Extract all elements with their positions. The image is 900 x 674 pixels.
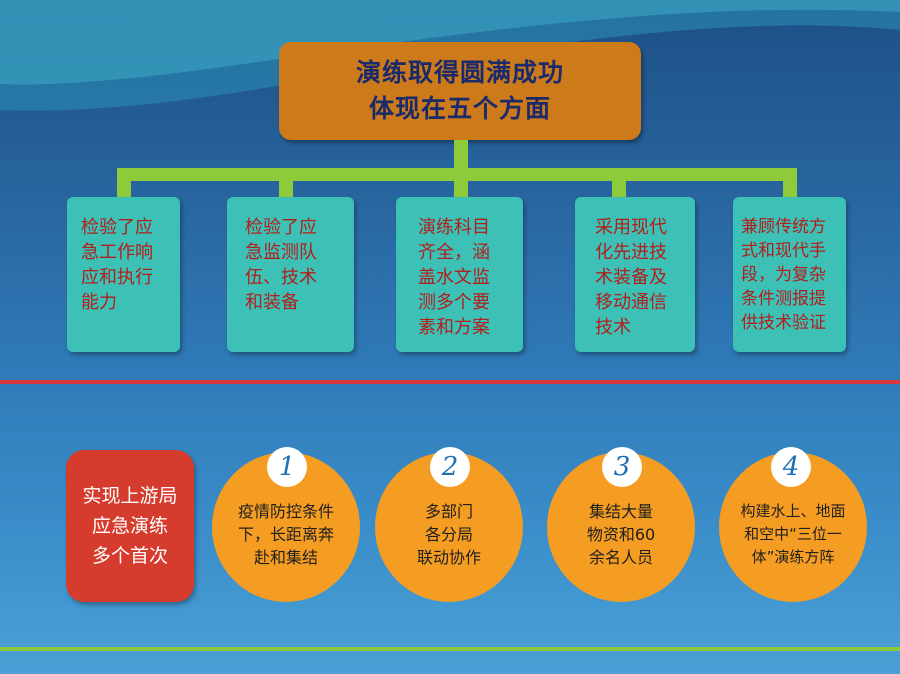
aspect-2-line: 伍、技术: [245, 267, 317, 288]
aspect-box-3: 演练科目 齐全，涵 盖水文监 测多个要 素和方案: [396, 197, 523, 352]
aspect-5-line: 兼顾传统方: [741, 217, 826, 237]
firsts-heading-box: 实现上游局 应急演练 多个首次: [66, 450, 194, 602]
aspect-1-line: 检验了应: [81, 217, 153, 238]
aspect-3-line: 演练科目: [418, 217, 490, 238]
aspect-4-line: 技术: [595, 317, 631, 338]
first-item-3-line: 余名人员: [588, 547, 653, 567]
first-item-2-line: 各分局: [424, 524, 473, 544]
section-divider-red: [0, 380, 900, 384]
aspect-4-line: 术装备及: [595, 267, 667, 288]
firsts-heading-line: 应急演练: [91, 515, 168, 537]
main-title-box: 演练取得圆满成功 体现在五个方面: [279, 42, 641, 140]
number-badge-3: 3: [602, 447, 642, 487]
connector-trunk: [454, 140, 468, 176]
aspect-2-line: 和装备: [245, 292, 299, 313]
aspect-4-line: 移动通信: [595, 292, 667, 313]
aspect-5-line: 供技术验证: [741, 313, 826, 333]
aspect-box-1: 检验了应 急工作响 应和执行 能力: [67, 197, 180, 352]
aspect-1-line: 能力: [81, 292, 117, 313]
aspect-1-line: 急工作响: [81, 242, 153, 263]
firsts-heading-line: 多个首次: [91, 545, 168, 567]
title-line-2: 体现在五个方面: [368, 94, 551, 123]
connector-drop-1: [117, 168, 131, 198]
first-item-2-line: 联动协作: [416, 547, 481, 567]
aspect-3-line: 盖水文监: [418, 267, 490, 288]
first-item-4-line: 构建水上、地面: [740, 501, 846, 520]
number-badge-1: 1: [267, 447, 307, 487]
aspect-box-5: 兼顾传统方 式和现代手 段，为复杂 条件测报提 供技术验证: [733, 197, 846, 352]
aspect-1-line: 应和执行: [81, 267, 153, 288]
first-item-1-line: 疫情防控条件: [237, 501, 334, 521]
aspect-5-line: 段，为复杂: [741, 265, 826, 285]
first-item-4-line: 体”演练方阵: [751, 547, 835, 566]
first-item-circle-3: 集结大量 物资和60 余名人员: [547, 452, 695, 602]
aspect-box-2: 检验了应 急监测队 伍、技术 和装备: [227, 197, 354, 352]
connector-drop-2: [279, 168, 293, 198]
first-item-2-line: 多部门: [424, 501, 473, 521]
aspect-2-line: 急监测队: [245, 242, 317, 263]
aspect-3-line: 测多个要: [418, 292, 490, 313]
aspect-2-line: 检验了应: [245, 217, 317, 238]
aspect-5-line: 条件测报提: [741, 289, 826, 309]
aspect-box-4: 采用现代 化先进技 术装备及 移动通信 技术: [575, 197, 695, 352]
firsts-heading-line: 实现上游局: [82, 485, 178, 507]
number-badge-2: 2: [430, 447, 470, 487]
first-item-1-line: 赴和集结: [253, 547, 318, 567]
number-badge-4: 4: [771, 447, 811, 487]
aspect-3-line: 齐全，涵: [418, 242, 490, 263]
aspect-4-line: 采用现代: [595, 217, 667, 238]
connector-drop-3: [454, 168, 468, 198]
connector-drop-4: [612, 168, 626, 198]
aspect-3-line: 素和方案: [418, 317, 490, 338]
connector-drop-5: [783, 168, 797, 198]
title-line-1: 演练取得圆满成功: [355, 58, 564, 87]
first-item-3-line: 物资和60: [586, 524, 656, 544]
first-item-4-line: 和空中“三位一: [744, 524, 842, 543]
section-divider-green: [0, 647, 900, 651]
aspect-5-line: 式和现代手: [741, 241, 826, 261]
first-item-3-line: 集结大量: [588, 501, 653, 521]
aspect-4-line: 化先进技: [595, 242, 667, 263]
first-item-1-line: 下，长距离奔: [237, 524, 334, 544]
